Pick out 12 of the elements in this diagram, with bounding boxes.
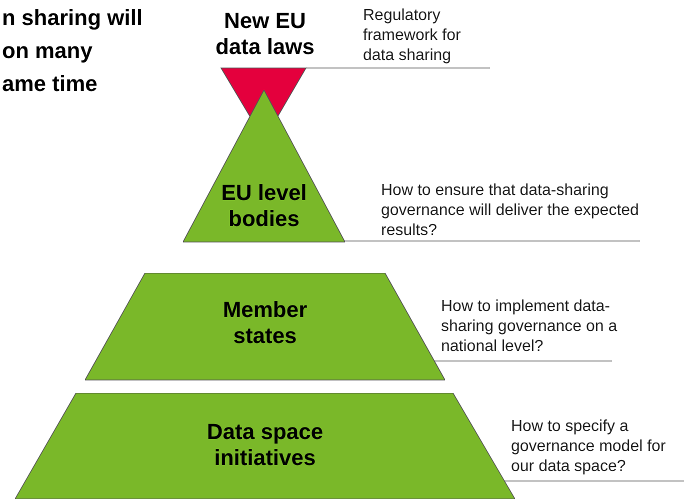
tier-label: New EU data laws [214,8,316,60]
pyramid-tier [183,90,345,243]
description-text: Regulatory framework for data sharing [363,6,462,66]
question-text: How to implement data-sharing governance on a national level? [441,297,618,357]
tier-label: Data space initiatives [206,419,324,471]
tier-label: EU level bodies [220,180,308,232]
heading-text: on many [2,37,92,65]
tier-label: Member states [222,297,308,349]
heading-text: n sharing will [2,4,143,32]
heading-text: ame time [2,70,98,98]
question-text: How to ensure that data-sharing governance will deliver the expected results? [381,181,640,241]
question-text: How to specify a governance model for our data space? [511,417,667,477]
